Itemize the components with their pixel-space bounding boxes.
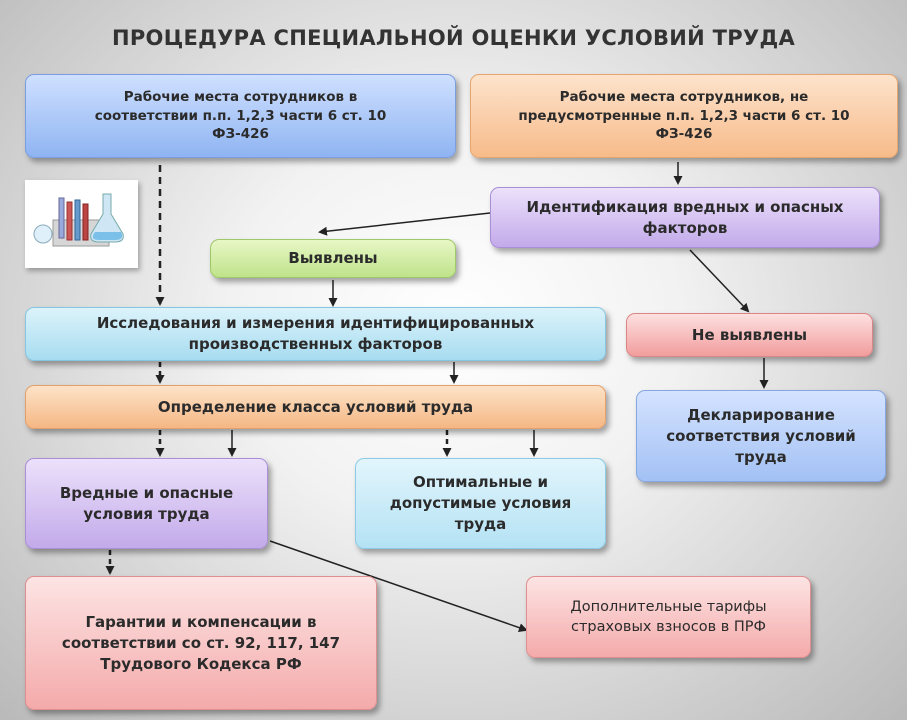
box-identification: Идентификация вредных и опасных факторов — [490, 187, 880, 248]
box-declaration-text: Декларирование соответствия условий труд… — [666, 405, 856, 466]
box-harmful: Вредные и опасные условия труда — [25, 458, 268, 549]
box-research: Исследования и измерения идентифицирован… — [25, 307, 606, 361]
box-detected: Выявлены — [210, 239, 456, 278]
box-not-detected: Не выявлены — [626, 313, 873, 357]
flask-icon — [33, 193, 124, 247]
box-optimal: Оптимальные и допустимые условия труда — [355, 458, 606, 549]
box-workplaces-not-listed: Рабочие места сотрудников, не предусмотр… — [470, 74, 898, 158]
box-research-text: Исследования и измерения идентифицирован… — [96, 314, 535, 353]
box-tariffs: Дополнительные тарифы страховых взносов … — [526, 576, 811, 658]
box-detected-text: Выявлены — [288, 249, 378, 267]
box-class-determination: Определение класса условий труда — [25, 385, 606, 429]
diagram-title: ПРОЦЕДУРА СПЕЦИАЛЬНОЙ ОЦЕНКИ УСЛОВИЙ ТРУ… — [111, 26, 796, 50]
arrow-harmful-to-tariffs — [269, 540, 528, 632]
box-workplaces-listed-text: Рабочие места сотрудников в соответствии… — [94, 88, 387, 143]
arrow-identification-to-detected — [318, 212, 491, 236]
box-not-detected-text: Не выявлены — [691, 325, 808, 344]
arrow-identification-to-notdetected — [689, 249, 750, 313]
box-class-determination-text: Определение класса условий труда — [157, 397, 474, 416]
box-identification-text: Идентификация вредных и опасных факторов — [526, 197, 844, 237]
box-declaration: Декларирование соответствия условий труд… — [636, 390, 886, 482]
box-guarantees-text: Гарантии и компенсации в соответствии со… — [61, 612, 341, 673]
box-optimal-text: Оптимальные и допустимые условия труда — [389, 473, 572, 533]
box-tariffs-text: Дополнительные тарифы страховых взносов … — [570, 598, 767, 635]
box-guarantees: Гарантии и компенсации в соответствии со… — [25, 576, 377, 710]
lab-glassware-image — [25, 180, 138, 268]
box-harmful-text: Вредные и опасные условия труда — [59, 483, 234, 523]
box-workplaces-not-listed-text: Рабочие места сотрудников, не предусмотр… — [518, 88, 850, 143]
box-workplaces-listed: Рабочие места сотрудников в соответствии… — [25, 74, 456, 158]
